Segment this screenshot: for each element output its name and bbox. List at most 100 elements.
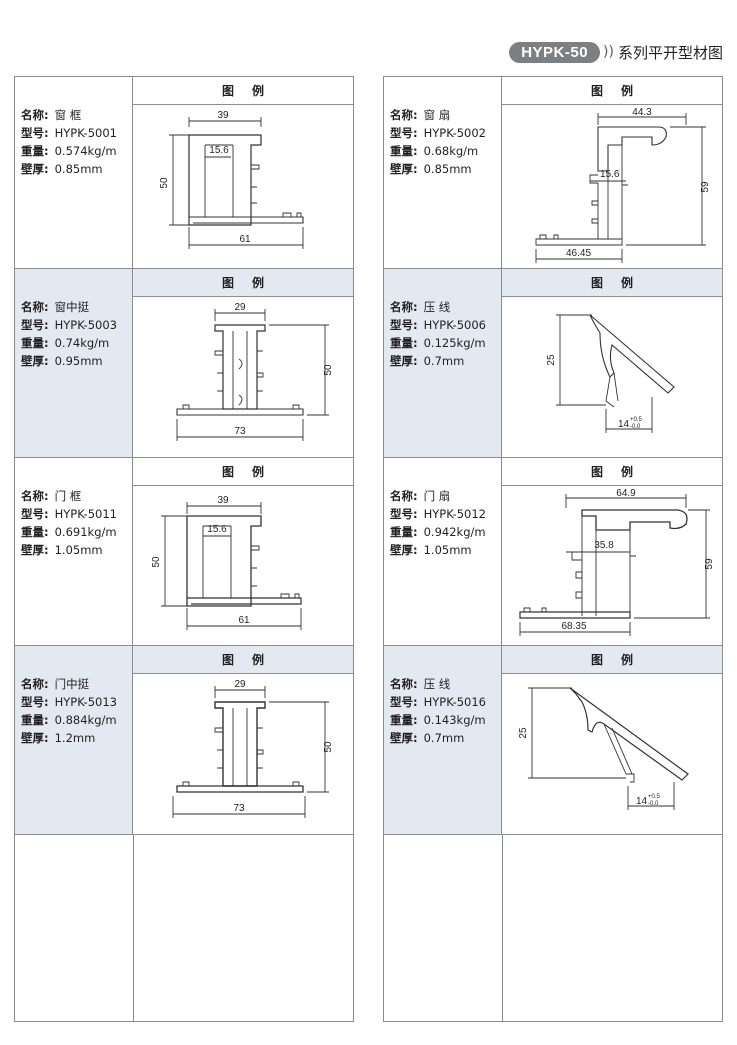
empty-divider [133, 835, 134, 1021]
legend-header: 图例 [133, 269, 353, 297]
profile-weight: 0.574kg/m [54, 144, 117, 158]
legend-header: 图例 [133, 458, 353, 486]
legend-header: 图例 [502, 458, 722, 486]
profile-wall: 0.85mm [54, 162, 103, 176]
dim-height: 50 [323, 741, 334, 753]
profile-weight: 0.884kg/m [54, 713, 117, 727]
dim-height: 59 [700, 181, 711, 193]
dim-bottom: 61 [238, 615, 250, 626]
profile-wall: 0.7mm [423, 731, 465, 745]
profile-model: HYPK-5002 [423, 126, 486, 140]
profile-row: 名称:窗中挺 型号:HYPK-5003 重量:0.74kg/m 壁厚:0.95m… [15, 269, 353, 458]
profile-name: 窗中挺 [54, 300, 90, 314]
dim-height: 25 [546, 354, 557, 366]
profile-model: HYPK-5012 [423, 507, 486, 521]
profile-row: 名称:窗 框 型号:HYPK-5001 重量:0.574kg/m 壁厚:0.85… [15, 77, 353, 269]
profile-wall: 1.05mm [423, 543, 472, 557]
profile-row: 名称:窗 扇 型号:HYPK-5002 重量:0.68kg/m 壁厚:0.85m… [384, 77, 722, 269]
chevron-icon: )) [603, 44, 614, 60]
profile-name: 窗 框 [54, 108, 82, 122]
empty-divider [502, 835, 503, 1021]
dim-tol-down: -0.0 [630, 424, 641, 430]
dim-inner: 35.8 [594, 540, 614, 551]
dim-height: 50 [323, 364, 334, 376]
dim-height: 25 [518, 727, 529, 739]
profile-drawing: 44.3 15.6 59 46.45 [502, 105, 722, 268]
profile-info: 名称:压 线 型号:HYPK-5016 重量:0.143kg/m 壁厚:0.7m… [384, 646, 502, 834]
profile-weight: 0.68kg/m [423, 144, 479, 158]
profile-model: HYPK-5003 [54, 318, 117, 332]
profile-row: 名称:压 线 型号:HYPK-5016 重量:0.143kg/m 壁厚:0.7m… [384, 646, 722, 835]
profile-row: 名称:门中挺 型号:HYPK-5013 重量:0.884kg/m 壁厚:1.2m… [15, 646, 353, 835]
profile-row: 名称:门 扇 型号:HYPK-5012 重量:0.942kg/m 壁厚:1.05… [384, 458, 722, 646]
dim-bottom: 68.35 [561, 621, 586, 632]
dim-bottom: 73 [234, 426, 246, 437]
dim-height: 59 [704, 558, 715, 570]
dim-top: 64.9 [616, 488, 636, 499]
profile-info: 名称:门 框 型号:HYPK-5011 重量:0.691kg/m 壁厚:1.05… [15, 458, 133, 645]
page-title: 系列平开型材图 [617, 43, 723, 62]
profile-row: 名称:压 线 型号:HYPK-5006 重量:0.125kg/m 壁厚:0.7m… [384, 269, 722, 458]
profile-drawing: 29 50 73 [133, 297, 353, 457]
dim-top: 29 [234, 302, 246, 313]
profile-row: 名称:门 框 型号:HYPK-5011 重量:0.691kg/m 壁厚:1.05… [15, 458, 353, 646]
profile-drawing: 39 15.6 50 61 [133, 105, 353, 268]
profile-model: HYPK-5001 [54, 126, 117, 140]
left-panel: 名称:窗 框 型号:HYPK-5001 重量:0.574kg/m 壁厚:0.85… [14, 76, 354, 1022]
dim-inner: 15.6 [207, 524, 227, 535]
dim-top: 39 [217, 495, 229, 506]
profile-drawing: 39 15.6 50 61 [133, 486, 353, 645]
profile-info: 名称:窗 扇 型号:HYPK-5002 重量:0.68kg/m 壁厚:0.85m… [384, 77, 502, 268]
profile-drawing: 25 14 +0.5 -0.0 [502, 297, 722, 457]
legend-header: 图例 [502, 77, 722, 105]
dim-top: 44.3 [632, 107, 652, 118]
profile-info: 名称:窗 框 型号:HYPK-5001 重量:0.574kg/m 壁厚:0.85… [15, 77, 133, 268]
right-panel: 名称:窗 扇 型号:HYPK-5002 重量:0.68kg/m 壁厚:0.85m… [383, 76, 723, 1022]
dim-top: 29 [234, 679, 246, 690]
profile-weight: 0.125kg/m [423, 336, 486, 350]
profile-weight: 0.74kg/m [54, 336, 110, 350]
series-badge: HYPK-50 [509, 41, 601, 63]
profile-model: HYPK-5016 [423, 695, 486, 709]
dim-bottom: 61 [239, 234, 251, 245]
profile-drawing: 64.9 35.8 59 68.35 [502, 486, 722, 645]
profile-name: 压 线 [423, 677, 451, 691]
profile-info: 名称:压 线 型号:HYPK-5006 重量:0.125kg/m 壁厚:0.7m… [384, 269, 502, 457]
dim-inner: 15.6 [209, 145, 229, 156]
dim-height: 50 [151, 556, 162, 568]
profile-wall: 1.05mm [54, 543, 103, 557]
profile-name: 门 框 [54, 489, 82, 503]
legend-header: 图例 [133, 77, 353, 105]
profile-weight: 0.143kg/m [423, 713, 486, 727]
dim-bottom: 14 [618, 419, 630, 430]
profile-info: 名称:门中挺 型号:HYPK-5013 重量:0.884kg/m 壁厚:1.2m… [15, 646, 133, 834]
profile-model: HYPK-5006 [423, 318, 486, 332]
dim-tol-up: +0.5 [630, 417, 643, 423]
profile-drawing: 25 14 +0.5 -0.0 [502, 674, 722, 834]
profile-info: 名称:门 扇 型号:HYPK-5012 重量:0.942kg/m 壁厚:1.05… [384, 458, 502, 645]
profile-wall: 0.7mm [423, 354, 465, 368]
profile-name: 窗 扇 [423, 108, 451, 122]
profile-name: 门 扇 [423, 489, 451, 503]
profile-info: 名称:窗中挺 型号:HYPK-5003 重量:0.74kg/m 壁厚:0.95m… [15, 269, 133, 457]
dim-bottom: 14 [636, 796, 648, 807]
profile-drawing: 29 50 73 [133, 674, 353, 834]
page-header: HYPK-50 )) 系列平开型材图 [509, 40, 723, 64]
dim-inner: 15.6 [600, 169, 620, 180]
profile-model: HYPK-5013 [54, 695, 117, 709]
legend-header: 图例 [502, 269, 722, 297]
profile-wall: 0.85mm [423, 162, 472, 176]
profile-name: 压 线 [423, 300, 451, 314]
profile-model: HYPK-5011 [54, 507, 117, 521]
dim-bottom: 73 [233, 803, 245, 814]
dim-height: 50 [159, 177, 170, 189]
dim-bottom: 46.45 [566, 248, 591, 259]
dim-top: 39 [217, 110, 229, 121]
profile-weight: 0.691kg/m [54, 525, 117, 539]
legend-header: 图例 [502, 646, 722, 674]
dim-tol-up: +0.5 [648, 794, 661, 800]
profile-weight: 0.942kg/m [423, 525, 486, 539]
legend-header: 图例 [133, 646, 353, 674]
profile-wall: 0.95mm [54, 354, 103, 368]
profile-wall: 1.2mm [54, 731, 96, 745]
